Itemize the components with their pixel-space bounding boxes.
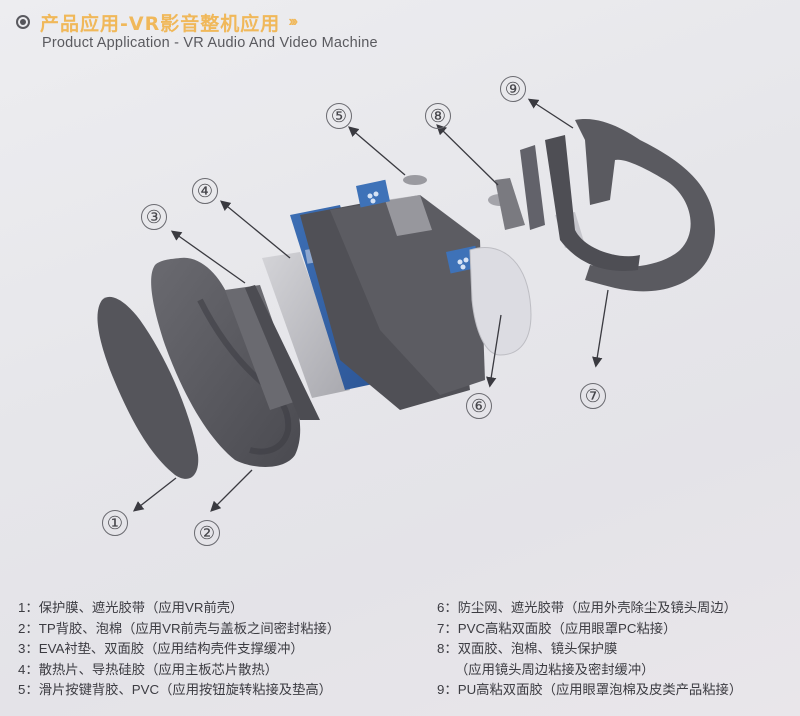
callout-2: ② (194, 520, 220, 546)
callout-arrows (132, 98, 609, 512)
part-3-eva-frame (225, 285, 320, 420)
legend-item-6: 6：防尘网、遮光胶带（应用外壳除尘及镜头周边） (437, 600, 737, 615)
part-1-front-cover (97, 296, 199, 479)
page-subtitle: Product Application - VR Audio And Video… (42, 35, 378, 51)
legend-item-8-detail: （应用镜头周边粘接及密封缓冲） (455, 661, 655, 677)
callout-9: ⑨ (500, 76, 526, 102)
callout-7: ⑦ (580, 383, 606, 409)
legend-item-1: 1：保护膜、遮光胶带（应用VR前壳） (18, 600, 244, 615)
legend-item-8: 8：双面胶、泡棉、镜头保护膜 (437, 641, 618, 656)
callout-6: ⑥ (466, 393, 492, 419)
exploded-vr-diagram: ① ② ③ ④ ⑤ ⑥ ⑦ ⑧ ⑨ (0, 60, 800, 590)
title-row: 产品应用-VR影音整机应用 ››› (14, 8, 378, 36)
legend-item-7: 7：PVC高粘双面胶（应用眼罩PC粘接） (437, 620, 677, 636)
part-5-main-chassis (300, 175, 485, 410)
callout-3: ③ (141, 204, 167, 230)
radio-bullet-icon (16, 15, 30, 29)
legend-item-5: 5：滑片按键背胶、PVC（应用按钮旋转粘接及垫高） (18, 682, 332, 697)
page-header: 产品应用-VR影音整机应用 ››› Product Application - … (14, 8, 378, 51)
part-9-face-cushion (520, 119, 715, 292)
legend-item-3: 3：EVA衬垫、双面胶（应用结构壳件支撑缓冲） (18, 641, 304, 656)
legend-item-4: 4：散热片、导热硅胶（应用主板芯片散热） (18, 661, 279, 677)
page-title: 产品应用-VR影音整机应用 (40, 12, 281, 35)
callout-5: ⑤ (326, 103, 352, 129)
legend-right-column: 6：防尘网、遮光胶带（应用外壳除尘及镜头周边） 7：PVC高粘双面胶（应用眼罩P… (437, 598, 742, 701)
chevrons-right-icon: ››› (288, 13, 298, 30)
callout-8: ⑧ (425, 103, 451, 129)
callout-1: ① (102, 510, 128, 536)
legend-item-9: 9：PU高粘双面胶（应用眼罩泡棉及皮类产品粘接） (437, 682, 743, 697)
vr-exploded-illustration (97, 98, 715, 512)
callout-4: ④ (192, 178, 218, 204)
legend-left-column: 1：保护膜、遮光胶带（应用VR前壳） 2：TP背胶、泡棉（应用VR前壳与盖板之间… (18, 598, 340, 701)
legend-item-2: 2：TP背胶、泡棉（应用VR前壳与盖板之间密封粘接） (18, 620, 341, 636)
